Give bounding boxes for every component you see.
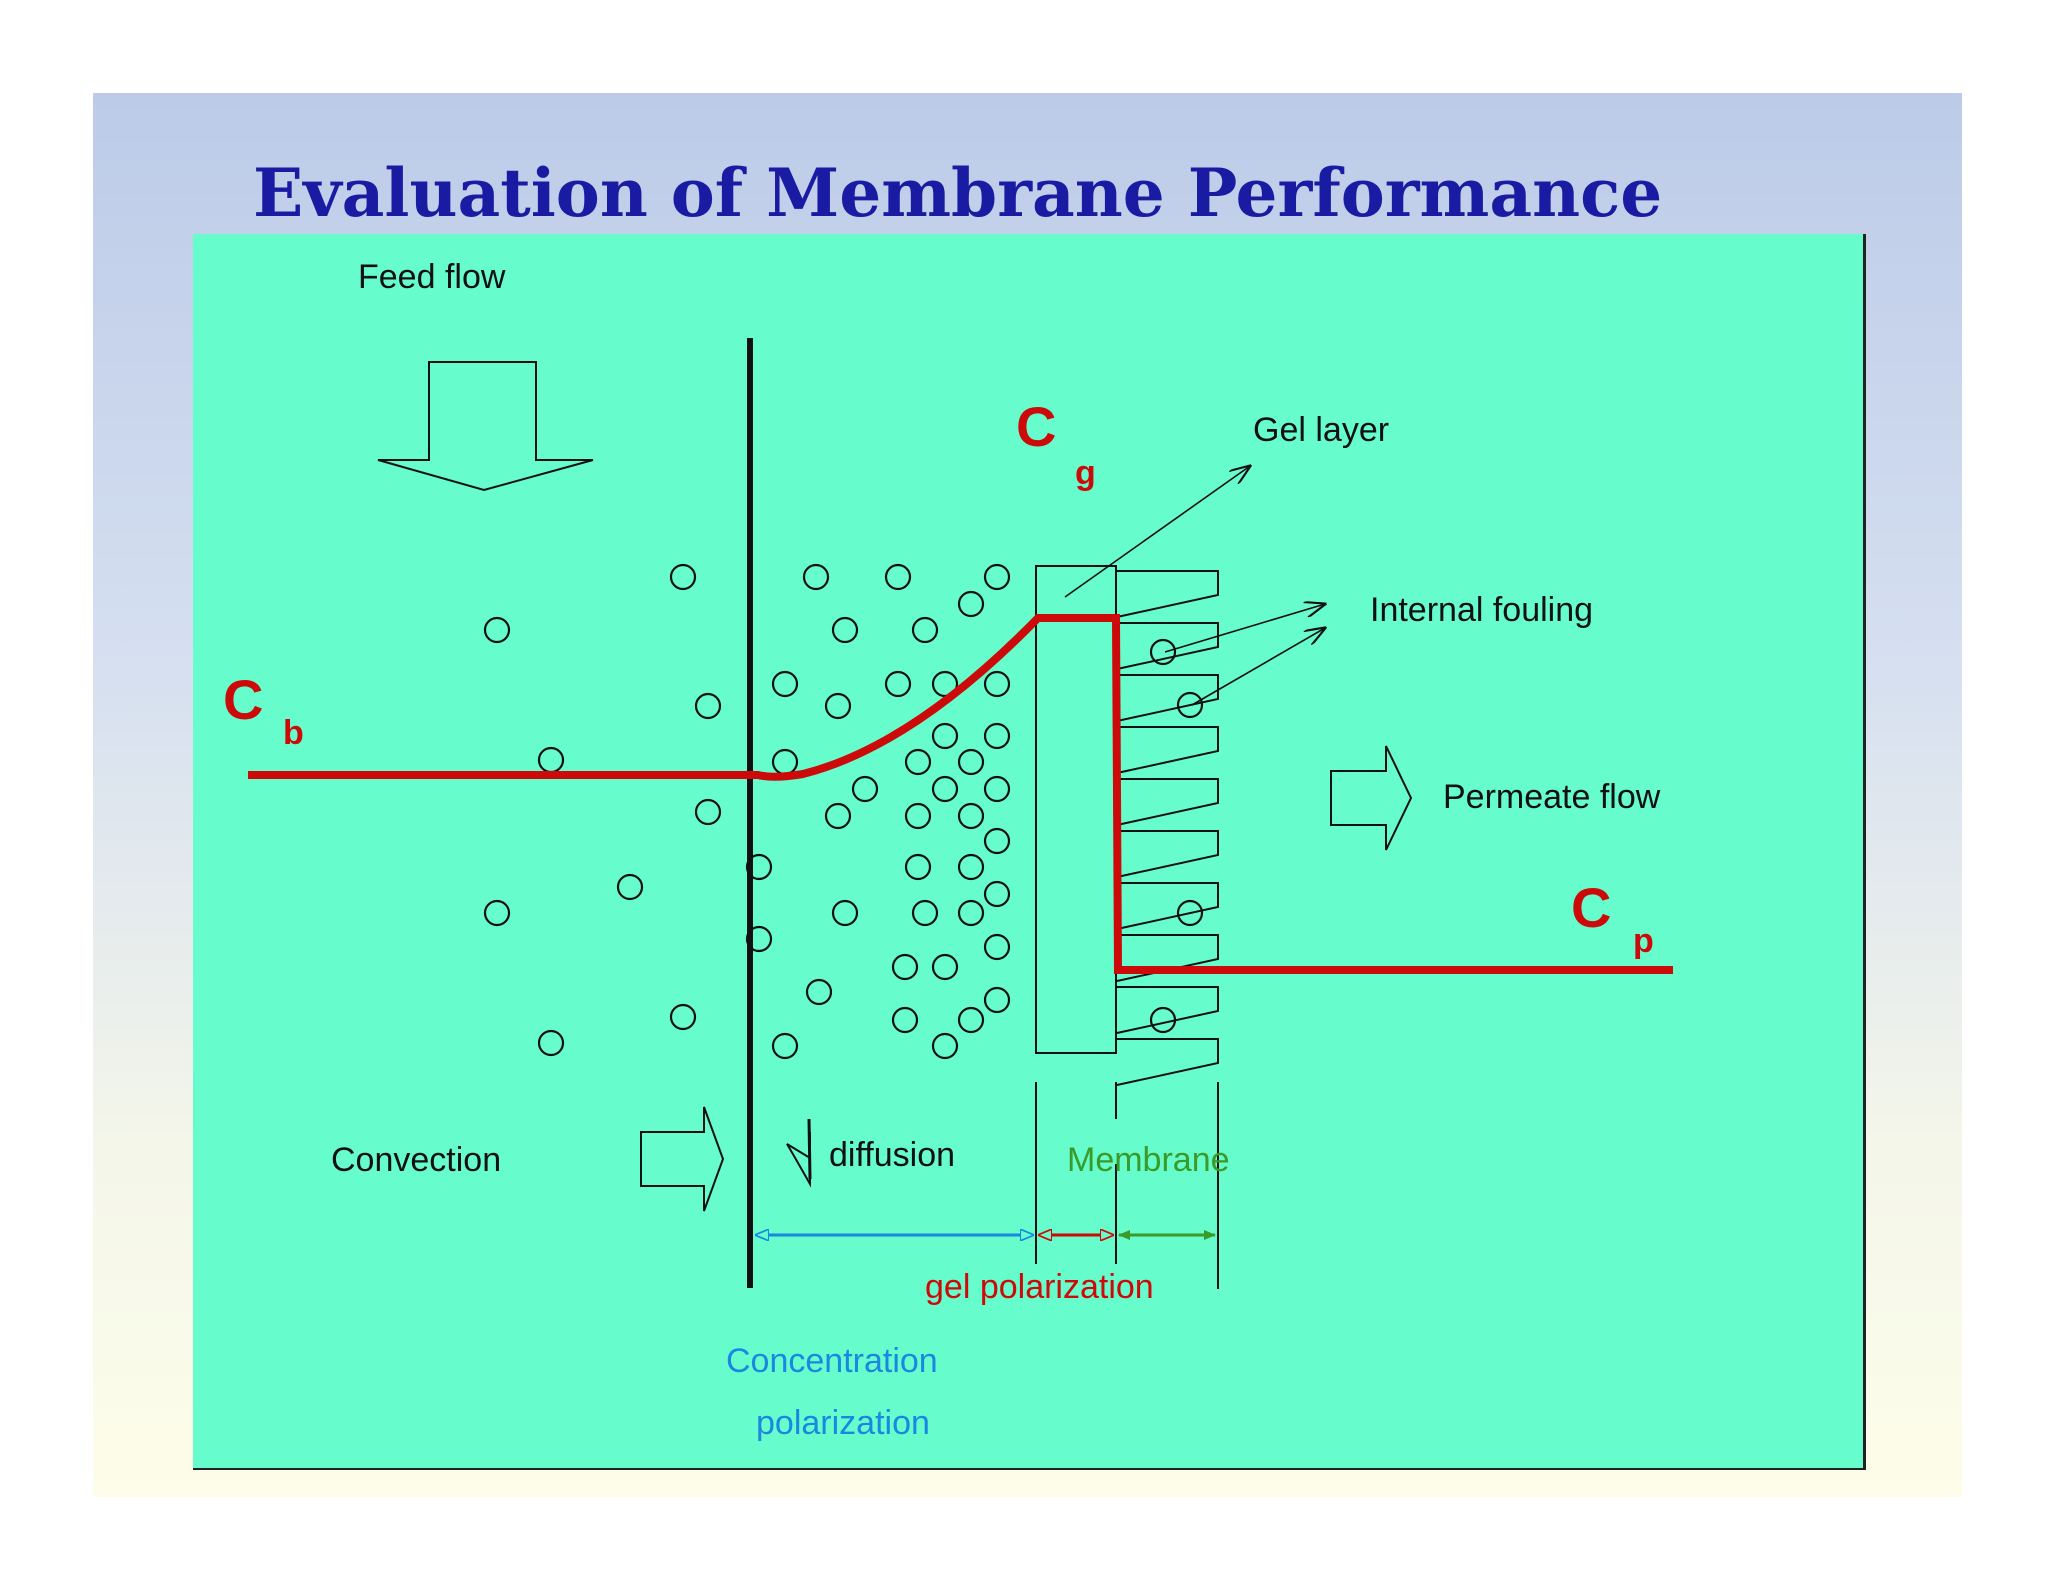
particle (983, 986, 1011, 1014)
particle (884, 563, 912, 591)
particle (891, 1006, 919, 1034)
membrane-pore (1116, 622, 1219, 670)
permeate-concentration-sub: p (1633, 922, 1654, 960)
membrane-pore (1116, 726, 1219, 774)
membrane-pore (1116, 986, 1219, 1034)
internal-fouling-label: Internal fouling (1370, 591, 1593, 629)
particle (911, 616, 939, 644)
feed-flow-label: Feed flow (358, 258, 506, 296)
permeate-concentration-main: C (1571, 876, 1611, 939)
diffusion-label: diffusion (829, 1136, 955, 1174)
particle (957, 748, 985, 776)
particle (851, 775, 879, 803)
particle (957, 1006, 985, 1034)
permeate-concentration-symbol: C p (1571, 876, 1654, 960)
particle (745, 853, 773, 881)
particle (957, 899, 985, 927)
particle (983, 827, 1011, 855)
particle (824, 802, 852, 830)
particle (983, 933, 1011, 961)
membrane-fouling-diagram: Feed flow C b C g C p Gel layer Internal… (223, 258, 1673, 1442)
gel-polarization-label: gel polarization (925, 1268, 1154, 1306)
particle (771, 748, 799, 776)
particle (745, 925, 773, 953)
gel-concentration-main: C (1016, 395, 1056, 458)
slide-title: Evaluation of Membrane Performance (253, 154, 1663, 232)
particle (771, 670, 799, 698)
permeate-flow-arrow-icon (1330, 745, 1413, 851)
internal-fouling-pointer-arrow-1 (1164, 604, 1325, 653)
feed-flow-arrow-icon (377, 361, 594, 492)
particle (983, 670, 1011, 698)
membrane-pores (1116, 570, 1219, 1086)
particle (824, 692, 852, 720)
internal-fouling-pointer-arrow-2 (1191, 628, 1325, 706)
permeate-flow-label: Permeate flow (1443, 778, 1661, 816)
particle (1176, 691, 1204, 719)
concentration-polarization-label-line2: polarization (756, 1404, 930, 1442)
particle (483, 616, 511, 644)
particle (931, 953, 959, 981)
membrane-label: Membrane (1067, 1141, 1230, 1179)
convection-label: Convection (331, 1141, 501, 1179)
convection-arrow-icon (640, 1106, 725, 1212)
membrane-pore (1116, 778, 1219, 826)
particle (983, 722, 1011, 750)
gel-layer-block (1035, 565, 1117, 1054)
particle (831, 899, 859, 927)
membrane-pore (1116, 830, 1219, 878)
particle (694, 798, 722, 826)
particle (537, 1029, 565, 1057)
gel-concentration-symbol: C g (1016, 395, 1096, 492)
particle (957, 802, 985, 830)
particle (537, 746, 565, 774)
particle (983, 775, 1011, 803)
concentration-profile-line (248, 614, 1673, 974)
particle (771, 1032, 799, 1060)
particle (616, 873, 644, 901)
particle (669, 563, 697, 591)
particle (483, 899, 511, 927)
bulk-concentration-symbol: C b (223, 668, 304, 752)
gel-layer-label: Gel layer (1253, 411, 1389, 449)
diagram-panel: Feed flow C b C g C p Gel layer Internal… (193, 234, 1866, 1470)
particle (1149, 638, 1177, 666)
particle (904, 748, 932, 776)
particle (983, 880, 1011, 908)
bulk-concentration-main: C (223, 668, 263, 731)
particle (891, 953, 919, 981)
gel-layer-pointer-arrow (1064, 466, 1250, 598)
solute-particles (483, 563, 1204, 1060)
particle (805, 978, 833, 1006)
particle (957, 853, 985, 881)
particle (884, 670, 912, 698)
particle (904, 853, 932, 881)
membrane-pore (1116, 934, 1219, 982)
particle (694, 692, 722, 720)
particle (669, 1003, 697, 1031)
bulk-concentration-sub: b (283, 714, 304, 752)
particle (931, 722, 959, 750)
particle (931, 775, 959, 803)
particle (802, 563, 830, 591)
membrane-pore (1116, 882, 1219, 930)
gel-concentration-sub: g (1075, 454, 1096, 492)
membrane-pore (1116, 1038, 1219, 1086)
membrane-pore (1116, 570, 1219, 618)
particle (1176, 899, 1204, 927)
concentration-polarization-label-line1: Concentration (726, 1342, 938, 1380)
particle (931, 1032, 959, 1060)
diffusion-arrow-icon (786, 1132, 811, 1188)
particle (911, 899, 939, 927)
particle (983, 563, 1011, 591)
particle (904, 802, 932, 830)
particle (957, 590, 985, 618)
particle (1149, 1006, 1177, 1034)
membrane-pore (1116, 674, 1219, 722)
particle (831, 616, 859, 644)
